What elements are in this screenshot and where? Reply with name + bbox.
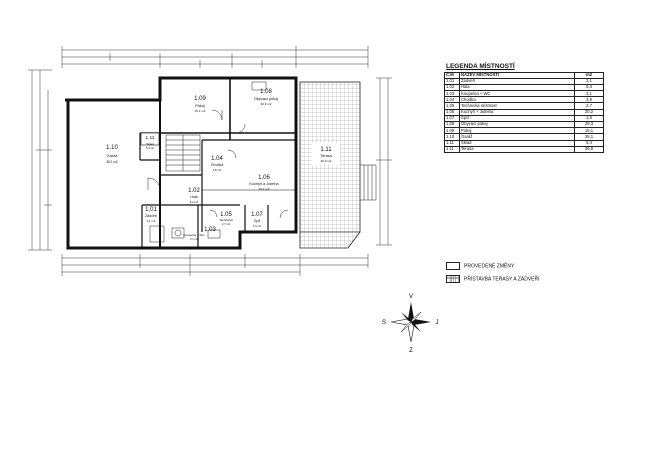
- svg-text:Chodba: Chodba: [211, 163, 223, 167]
- svg-text:3,8 m2: 3,8 m2: [213, 168, 222, 172]
- svg-text:1.03: 1.03: [204, 227, 216, 233]
- svg-text:Koupelna + WC: Koupelna + WC: [183, 233, 205, 237]
- compass-south: Z: [409, 348, 413, 354]
- svg-text:1.04: 1.04: [211, 156, 223, 162]
- door-swings: [147, 109, 289, 219]
- svg-text:1.09: 1.09: [194, 96, 206, 102]
- svg-text:1.06: 1.06: [258, 175, 270, 181]
- svg-text:36,9 m2: 36,9 m2: [321, 159, 332, 163]
- room-1-03: 1.03 Koupelna + WC 3,1 m2: [183, 227, 216, 241]
- svg-text:1.02: 1.02: [188, 188, 200, 194]
- key-extension: PŘÍSTAVBA TERASY A ZÁDVEŘÍ: [446, 275, 540, 283]
- room-1-09: 1.09 Pokoj 15,1 m2: [194, 96, 206, 113]
- dimension-lines-top: [61, 46, 369, 68]
- svg-text:1.07: 1.07: [251, 212, 263, 218]
- room-legend: LEGENDA MÍSTNOSTÍ Č.M NÁZEV MÍSTNOSTI m2…: [444, 63, 604, 153]
- legend-title: LEGENDA MÍSTNOSTÍ: [446, 63, 515, 70]
- svg-text:Obývací pokoj: Obývací pokoj: [254, 97, 278, 101]
- staircase: [165, 134, 201, 172]
- svg-text:1.10: 1.10: [106, 145, 118, 151]
- svg-text:1.11: 1.11: [146, 135, 155, 141]
- svg-text:Terasa: Terasa: [320, 154, 332, 158]
- svg-text:1.01: 1.01: [145, 207, 157, 213]
- svg-text:Technická: Technická: [219, 218, 233, 222]
- svg-text:2,7 m2: 2,7 m2: [222, 222, 230, 226]
- compass-east: J: [436, 320, 439, 326]
- changes-swatch: [446, 262, 460, 270]
- room-1-01: 1.01 Zádveří 3,1 m2: [145, 207, 157, 223]
- svg-text:1,5 m2: 1,5 m2: [253, 224, 261, 228]
- room-1-04: 1.04 Chodba 3,8 m2: [211, 156, 224, 172]
- svg-text:Zádveří: Zádveří: [145, 214, 157, 218]
- svg-text:15,1 m2: 15,1 m2: [195, 109, 206, 113]
- svg-text:Kuchyň a Jídelna: Kuchyň a Jídelna: [249, 182, 279, 186]
- room-1-10: 1.10 Garáž 38,1 m2: [106, 145, 118, 164]
- extension-swatch: [446, 275, 460, 283]
- svg-text:1.08: 1.08: [260, 89, 272, 95]
- key-extension-label: PŘÍSTAVBA TERASY A ZÁDVEŘÍ: [464, 276, 540, 283]
- compass-north: V: [409, 294, 413, 300]
- svg-text:1.05: 1.05: [220, 212, 232, 218]
- key-changes-label: PROVEDENÉ ZMĚNY: [464, 263, 515, 270]
- svg-text:Pokoj: Pokoj: [195, 104, 205, 108]
- compass-rose: V Z S J: [382, 294, 439, 354]
- svg-text:Sklad: Sklad: [146, 142, 154, 146]
- svg-text:Spíž: Spíž: [254, 219, 261, 223]
- svg-text:Garáž: Garáž: [107, 153, 118, 158]
- key-changes: PROVEDENÉ ZMĚNY: [446, 262, 514, 270]
- room-1-07: 1.07 Spíž 1,5 m2: [251, 212, 263, 228]
- room-1-05: 1.05 Technická 2,7 m2: [219, 212, 233, 226]
- svg-text:1.11: 1.11: [320, 147, 332, 153]
- svg-text:5,4 m2: 5,4 m2: [146, 146, 154, 150]
- svg-text:20,2 m2: 20,2 m2: [259, 187, 270, 191]
- room-1-02: 1.02 Hala 5,4 m2: [188, 188, 200, 204]
- svg-text:Hala: Hala: [190, 195, 197, 199]
- room-terrace: 1.11 Terasa 36,9 m2: [312, 143, 340, 165]
- dimension-lines-sides: [28, 69, 392, 251]
- compass-west: S: [382, 320, 386, 326]
- svg-text:3,1 m2: 3,1 m2: [190, 237, 198, 241]
- svg-text:20,3 m2: 20,3 m2: [261, 102, 272, 106]
- svg-text:3,1 m2: 3,1 m2: [147, 219, 156, 223]
- room-1-08: 1.08 Obývací pokoj 20,3 m2: [254, 89, 278, 106]
- dimension-lines-bottom: [61, 254, 369, 276]
- room-1-06: 1.06 Kuchyň a Jídelna 20,2 m2: [249, 175, 279, 191]
- building-walls: [65, 76, 298, 250]
- svg-text:38,1 m2: 38,1 m2: [106, 160, 118, 164]
- bathroom-fixtures: [149, 81, 267, 243]
- room-1-11-sklad: 1.11 Sklad 5,4 m2: [140, 132, 160, 150]
- svg-text:5,4 m2: 5,4 m2: [190, 200, 199, 204]
